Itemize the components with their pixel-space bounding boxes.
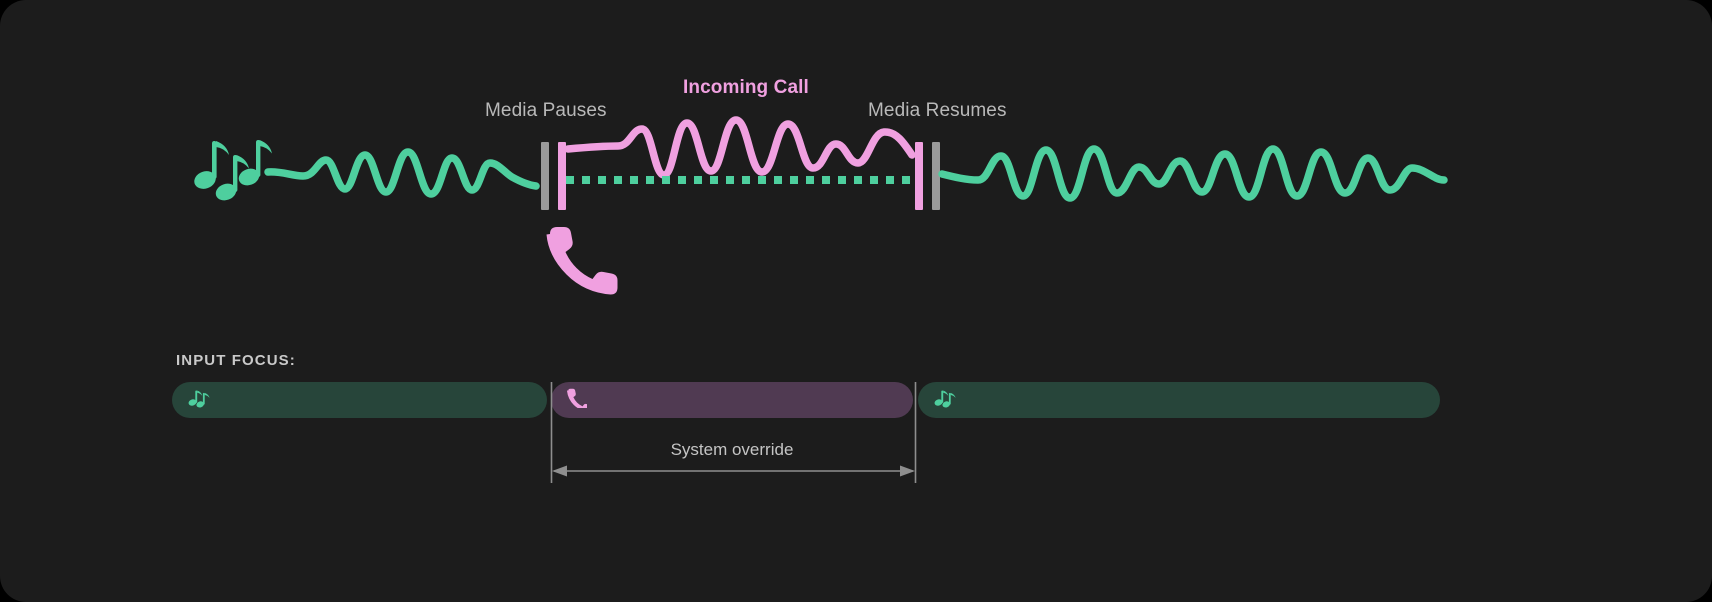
focus-bar-media-before[interactable] (172, 382, 547, 418)
focus-bar-call[interactable] (551, 382, 913, 418)
music-notes-icon (934, 388, 956, 412)
pause-marker-pink-bar (558, 142, 566, 210)
resume-marker-pink-bar (915, 142, 923, 210)
music-notes-icon (188, 388, 210, 412)
input-focus-title: INPUT FOCUS: (176, 352, 296, 369)
waveform-graphic (194, 116, 1448, 295)
waveform-incoming-call (564, 116, 916, 179)
label-incoming-call: Incoming Call (683, 77, 809, 98)
phone-handset-icon (566, 388, 591, 412)
resume-marker-gray-bar (932, 142, 940, 210)
override-arrow-head-right (900, 465, 915, 477)
pause-marker-gray-bar (541, 142, 549, 210)
override-arrow-head-left (552, 465, 567, 477)
waveform-media-before (264, 148, 540, 198)
label-media-resumes: Media Resumes (868, 100, 1007, 121)
system-override-label: System override (670, 440, 794, 459)
focus-bar-media-after[interactable] (918, 382, 1440, 418)
phone-handset-icon (546, 227, 618, 295)
music-notes-icon (194, 140, 272, 201)
waveform-media-after (938, 145, 1448, 202)
label-media-pauses: Media Pauses (485, 100, 607, 121)
